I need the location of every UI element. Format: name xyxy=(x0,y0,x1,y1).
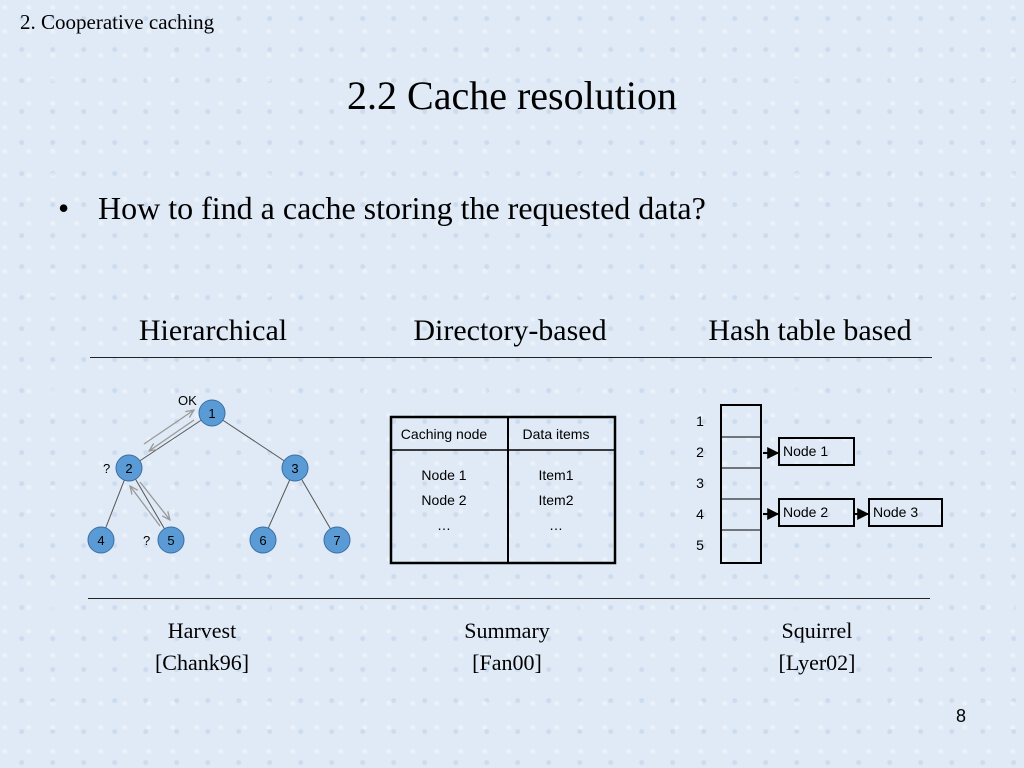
directory-header-node: Caching node xyxy=(401,426,488,442)
edge-3-7 xyxy=(294,467,338,541)
tree-node-label-6: 6 xyxy=(259,533,266,548)
bucket-node-1-label: Node 1 xyxy=(783,443,828,459)
tree-node-label-5: 5 xyxy=(167,533,174,548)
hash-index-5: 5 xyxy=(696,537,704,553)
hash-index-4: 4 xyxy=(696,506,704,522)
tree-nodes: 1 2 3 4 5 6 7 xyxy=(87,399,351,554)
footer-hash-table: Squirrel [Lyer02] xyxy=(717,615,917,679)
tree-node-1 xyxy=(198,399,226,427)
hash-slots-border xyxy=(720,404,762,564)
bucket-node-2-label: Node 2 xyxy=(783,504,828,520)
arrow-5-to-2 xyxy=(130,486,161,527)
tree-node-7 xyxy=(323,526,351,554)
hash-table-diagram: 1 2 3 4 5 Node 1 Node 2 Node 3 xyxy=(696,404,943,564)
slide-title: 2.2 Cache resolution xyxy=(347,73,677,118)
tree-node-5 xyxy=(157,526,185,554)
directory-cell-item-1: Item1 xyxy=(538,467,573,483)
edge-1-2 xyxy=(128,412,213,469)
bottom-rule xyxy=(88,598,930,599)
bullet-point: • How to find a cache storing the request… xyxy=(58,190,706,227)
tree-node-6 xyxy=(249,526,277,554)
tree-node-label-1: 1 xyxy=(208,406,215,421)
directory-cell-item-3: … xyxy=(549,517,563,533)
heading-hash-table: Hash table based xyxy=(708,314,912,347)
bullet-marker: • xyxy=(58,190,70,226)
footer-name-squirrel: Squirrel xyxy=(781,618,853,643)
hash-index-2: 2 xyxy=(696,444,704,460)
directory-cell-node-2: Node 2 xyxy=(421,492,466,508)
tree-node-2 xyxy=(115,454,143,482)
tree-node-label-2: 2 xyxy=(125,461,132,476)
arrow-2-to-5 xyxy=(139,481,170,520)
heading-directory: Directory-based xyxy=(413,314,607,347)
hash-index-3: 3 xyxy=(696,475,704,491)
arrow-2-to-1 xyxy=(143,410,194,445)
request-arrows xyxy=(130,410,195,527)
tree-node-label-3: 3 xyxy=(291,461,298,476)
footer-name-summary: Summary xyxy=(464,618,550,643)
bucket-node-2-box xyxy=(778,498,855,527)
bucket-node-3-label: Node 3 xyxy=(873,504,918,520)
footer-directory: Summary [Fan00] xyxy=(407,615,607,679)
query-label-2: ? xyxy=(103,461,110,476)
page-number: 8 xyxy=(955,706,966,726)
query-label-5: ? xyxy=(143,533,150,548)
directory-table-border xyxy=(389,415,617,565)
hierarchical-tree-diagram: OK ? ? 1 2 3 4 5 6 7 xyxy=(87,393,351,554)
bucket-node-3-box xyxy=(868,498,943,527)
bucket-node-1-box xyxy=(778,437,855,466)
footer-ref-squirrel: [Lyer02] xyxy=(778,650,856,675)
footer-ref-harvest: [Chank96] xyxy=(154,650,250,675)
directory-cell-item-2: Item2 xyxy=(538,492,573,508)
heading-hierarchical: Hierarchical xyxy=(138,314,288,347)
section-label: 2. Cooperative caching xyxy=(20,10,215,34)
footer-hierarchical: Harvest [Chank96] xyxy=(102,615,302,679)
footer-ref-summary: [Fan00] xyxy=(472,650,542,675)
ok-label: OK xyxy=(178,393,197,408)
tree-node-3 xyxy=(281,454,309,482)
edge-2-5 xyxy=(128,467,172,541)
arrow-1-to-2 xyxy=(149,419,195,451)
hash-index-1: 1 xyxy=(696,413,704,429)
footer-name-harvest: Harvest xyxy=(167,618,237,643)
directory-cell-node-3: … xyxy=(437,517,451,533)
directory-cell-node-1: Node 1 xyxy=(421,467,466,483)
bullet-text: How to find a cache storing the requeste… xyxy=(98,190,706,226)
tree-node-label-7: 7 xyxy=(333,533,340,548)
tree-node-4 xyxy=(87,526,115,554)
directory-header-items: Data items xyxy=(523,426,590,442)
edge-1-3 xyxy=(211,412,296,469)
top-rule xyxy=(90,357,932,358)
directory-table: Caching node Data items Node 1 Item1 Nod… xyxy=(389,415,617,565)
tree-node-label-4: 4 xyxy=(97,533,104,548)
